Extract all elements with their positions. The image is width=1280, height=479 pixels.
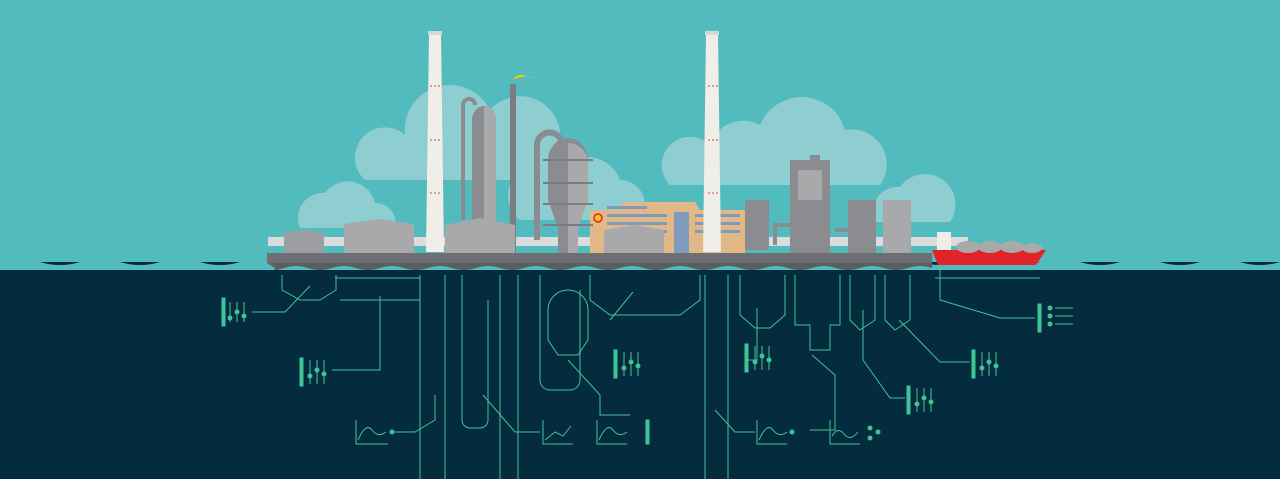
reactor-unit (773, 155, 848, 253)
platform-deck (267, 253, 932, 270)
slider-control-icon (744, 343, 772, 373)
chart-icon (355, 420, 395, 445)
chart-icon (756, 420, 795, 445)
slider-control-icon (906, 385, 934, 415)
distillation-column (461, 73, 545, 254)
slider-control-icon (221, 297, 247, 327)
flare-icon (513, 73, 545, 80)
slider-control-icon (299, 357, 327, 387)
storage-tanks (284, 200, 911, 253)
sea (0, 259, 1280, 479)
slider-control-icon (613, 349, 641, 379)
chimney-right (703, 31, 721, 252)
chart-icon (542, 420, 573, 445)
cyclone-vessel (534, 129, 593, 253)
slider-control-icon (971, 349, 999, 379)
chimney-left (426, 31, 444, 252)
tanker-ship-icon (932, 232, 1046, 265)
slider-control-icons (221, 297, 1073, 415)
shell-logo (593, 213, 603, 223)
chart-icon (596, 419, 650, 445)
chart-icons (355, 419, 881, 445)
circuit-diagram (252, 270, 1040, 479)
slider-control-icon (1037, 303, 1073, 333)
chart-icon (829, 420, 881, 445)
